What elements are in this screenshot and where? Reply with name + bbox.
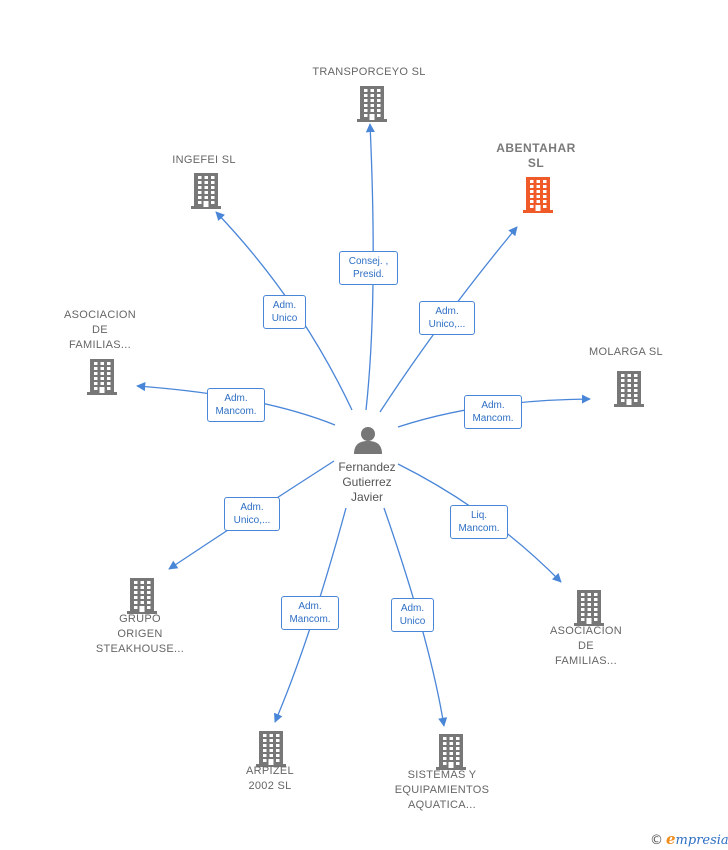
relation-label-molarga[interactable]: Adm. Mancom.	[464, 395, 522, 429]
relation-label-grupo[interactable]: Adm. Unico,...	[224, 497, 280, 531]
company-node-grupo[interactable]	[127, 576, 157, 614]
relation-label-ingefei[interactable]: Adm. Unico	[263, 295, 306, 329]
company-label-asociacion1[interactable]: ASOCIACION DE FAMILIAS...	[63, 309, 137, 351]
relation-label-abentahar[interactable]: Adm. Unico,...	[419, 301, 475, 335]
footer-brand[interactable]: ©empresia	[650, 830, 728, 848]
building-icon	[614, 371, 644, 407]
company-node-molarga[interactable]	[614, 369, 644, 407]
company-label-ingefei[interactable]: INGEFEI SL	[172, 154, 236, 166]
company-label-grupo[interactable]: GRUPO ORIGEN STEAKHOUSE...	[95, 613, 185, 655]
company-label-sistemas[interactable]: SISTEMAS Y EQUIPAMIENTOS AQUATICA...	[394, 769, 490, 811]
company-label-arpizel[interactable]: ARPIZEL 2002 SL	[246, 765, 294, 792]
company-label-transporceyo[interactable]: TRANSPORCEYO SL	[312, 66, 426, 78]
brand-name: mpresia	[675, 833, 728, 848]
relation-label-sistemas[interactable]: Adm. Unico	[391, 598, 434, 632]
building-icon	[523, 177, 553, 213]
company-node-abentahar[interactable]	[523, 175, 553, 213]
relation-label-transporceyo[interactable]: Consej. , Presid.	[339, 251, 398, 285]
company-node-sistemas[interactable]	[436, 732, 466, 770]
copyright-icon: ©	[650, 833, 663, 848]
building-icon	[357, 86, 387, 122]
person-name[interactable]: Fernandez Gutierrez Javier	[338, 460, 396, 504]
brand-initial: e	[666, 830, 676, 848]
company-label-abentahar[interactable]: ABENTAHAR SL	[496, 141, 576, 170]
company-node-ingefei[interactable]	[191, 171, 221, 209]
building-icon	[256, 731, 286, 767]
person-icon	[354, 427, 382, 454]
company-label-asociacion2[interactable]: ASOCIACION DE FAMILIAS...	[549, 625, 623, 667]
company-node-transporceyo[interactable]	[357, 84, 387, 122]
building-icon	[191, 173, 221, 209]
person-node[interactable]	[353, 426, 383, 454]
building-icon	[574, 590, 604, 626]
company-node-asociacion1[interactable]	[87, 357, 117, 395]
building-icon	[87, 359, 117, 395]
relation-label-arpizel[interactable]: Adm. Mancom.	[281, 596, 339, 630]
relation-label-asociacion2[interactable]: Liq. Mancom.	[450, 505, 508, 539]
relation-label-asociacion1[interactable]: Adm. Mancom.	[207, 388, 265, 422]
company-label-molarga[interactable]: MOLARGA SL	[589, 346, 663, 358]
building-icon	[127, 578, 157, 614]
company-node-arpizel[interactable]	[256, 729, 286, 767]
company-node-asociacion2[interactable]	[574, 588, 604, 626]
building-icon	[436, 734, 466, 770]
